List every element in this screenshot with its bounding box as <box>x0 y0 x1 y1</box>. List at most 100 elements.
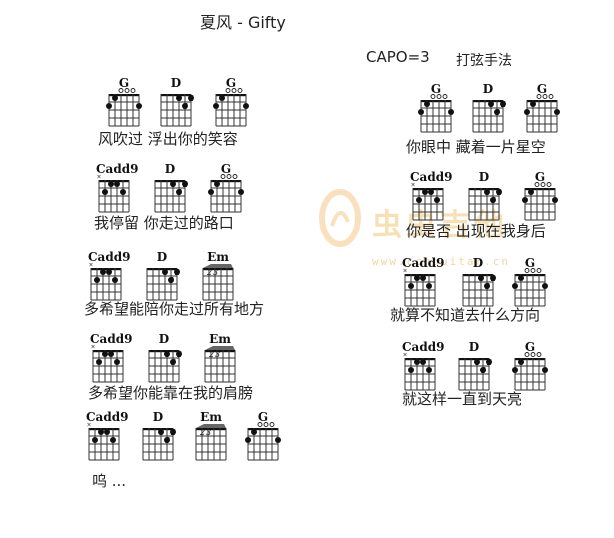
finger-number: 3 <box>183 102 188 111</box>
finger-dot <box>542 283 548 289</box>
technique-label: 打弦手法 <box>456 53 512 69</box>
finger-number: 2 <box>199 428 205 437</box>
chord-name: G <box>534 170 546 184</box>
chord-right-1-0-cadd9: Cadd9× <box>410 170 452 222</box>
finger-dot <box>96 359 102 365</box>
finger-dot <box>416 197 422 203</box>
finger-dot <box>102 351 108 357</box>
open-string-marker <box>524 352 530 357</box>
chord-name: D <box>170 76 182 90</box>
open-string-marker <box>530 268 536 273</box>
muted-string-marker: × <box>97 174 102 181</box>
finger-dot <box>120 189 126 195</box>
chord-name: D <box>158 332 170 346</box>
finger-dot <box>170 359 176 365</box>
watermark-brand: 虫虫吉他 <box>372 208 508 243</box>
chord-name: D <box>468 340 480 354</box>
chord-right-0-0-g: G <box>418 82 454 134</box>
chord-name: Cadd9 <box>402 340 445 354</box>
finger-number: 2 <box>496 188 502 197</box>
finger-number: 1 <box>489 100 494 109</box>
finger-dot <box>243 103 249 109</box>
chord-diagram <box>245 422 281 461</box>
chord-diagram <box>213 88 249 127</box>
chord-left-4-0-cadd9: Cadd9× <box>86 410 129 462</box>
chord-left-2-0-cadd9: Cadd9× <box>88 250 130 302</box>
open-string-marker <box>536 94 542 99</box>
finger-dot <box>176 95 182 101</box>
lyric-line: 多希望你能靠在我的肩膀 <box>88 384 254 402</box>
capo-label: CAPO=3 <box>366 48 430 66</box>
chord-name: D <box>164 162 176 176</box>
finger-dot <box>182 181 188 187</box>
finger-dot <box>496 189 502 195</box>
chord-left-3-0-cadd9: Cadd9× <box>90 332 132 384</box>
muted-string-marker: × <box>91 344 96 351</box>
finger-number: 2 <box>206 268 212 277</box>
chord-name: D <box>478 170 490 184</box>
open-string-marker <box>232 174 238 179</box>
finger-number: 2 <box>208 350 214 359</box>
open-string-marker <box>436 94 442 99</box>
finger-dot <box>528 189 534 195</box>
chord-name: G <box>430 82 442 96</box>
finger-dot <box>208 189 214 195</box>
chord-diagram <box>418 94 454 133</box>
finger-dot <box>176 189 182 195</box>
finger-dot <box>94 277 100 283</box>
lyric-line: 风吹过 浮出你的笑容 <box>98 130 238 148</box>
finger-dot <box>512 367 518 373</box>
chord-right-1-2-g: G <box>522 170 558 222</box>
finger-dot <box>114 359 120 365</box>
open-string-marker <box>534 182 540 187</box>
finger-dot <box>428 189 434 195</box>
finger-number: 2 <box>182 180 188 189</box>
chord-name: G <box>118 76 130 90</box>
chord-diagram: × <box>87 422 120 461</box>
chord-diagram <box>208 174 244 213</box>
finger-dot <box>170 429 176 435</box>
finger-dot <box>158 429 164 435</box>
finger-dot <box>251 429 257 435</box>
finger-number: 2 <box>500 100 506 109</box>
chord-name: Cadd9 <box>86 410 129 424</box>
finger-number: 3 <box>171 358 176 367</box>
chord-diagram: × <box>411 182 444 221</box>
chord-name: D <box>482 82 494 96</box>
finger-number: 3 <box>169 276 174 285</box>
page-title: 夏风 - Gifty <box>200 13 286 32</box>
open-string-marker <box>226 174 232 179</box>
chord-diagram <box>106 88 142 127</box>
finger-dot <box>490 197 496 203</box>
muted-string-marker: × <box>403 352 408 359</box>
finger-number: 3 <box>213 268 218 277</box>
chord-name: Cadd9 <box>96 162 139 176</box>
finger-number: 3 <box>215 350 220 359</box>
watermark-url: www.cchguitar.cn <box>372 255 510 268</box>
finger-dot <box>518 275 524 281</box>
chord-name: D <box>156 250 168 264</box>
lyric-line: 你眼中 藏着一片星空 <box>406 138 546 156</box>
finger-dot <box>414 275 420 281</box>
finger-dot <box>275 437 281 443</box>
finger-dot <box>213 103 219 109</box>
finger-dot <box>108 181 114 187</box>
finger-dot <box>168 277 174 283</box>
finger-number: 3 <box>485 282 490 291</box>
open-string-marker <box>263 422 269 427</box>
open-string-marker <box>542 94 548 99</box>
muted-string-marker: × <box>89 262 94 269</box>
open-string-marker <box>269 422 275 427</box>
finger-dot <box>490 275 496 281</box>
finger-dot <box>420 275 426 281</box>
